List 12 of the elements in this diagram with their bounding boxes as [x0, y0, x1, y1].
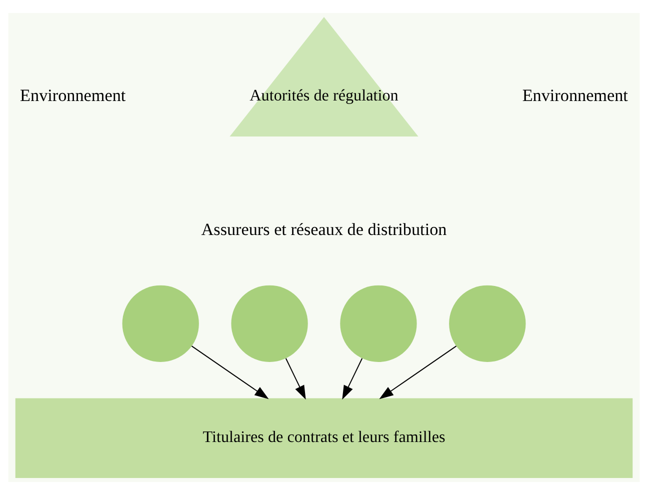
label: Assureurs et réseaux de distribution — [201, 220, 447, 239]
node-circle — [122, 285, 199, 362]
node-circle — [340, 285, 417, 362]
arrow — [191, 346, 269, 400]
arrow — [285, 358, 306, 400]
arrow — [342, 358, 363, 400]
label: Environnement — [20, 86, 126, 105]
node-box: Titulaires de contrats et leurs familles — [15, 398, 633, 478]
label: Environnement — [522, 86, 628, 105]
node-circle — [231, 285, 308, 362]
arrow — [379, 346, 457, 400]
node-circle — [449, 285, 526, 362]
